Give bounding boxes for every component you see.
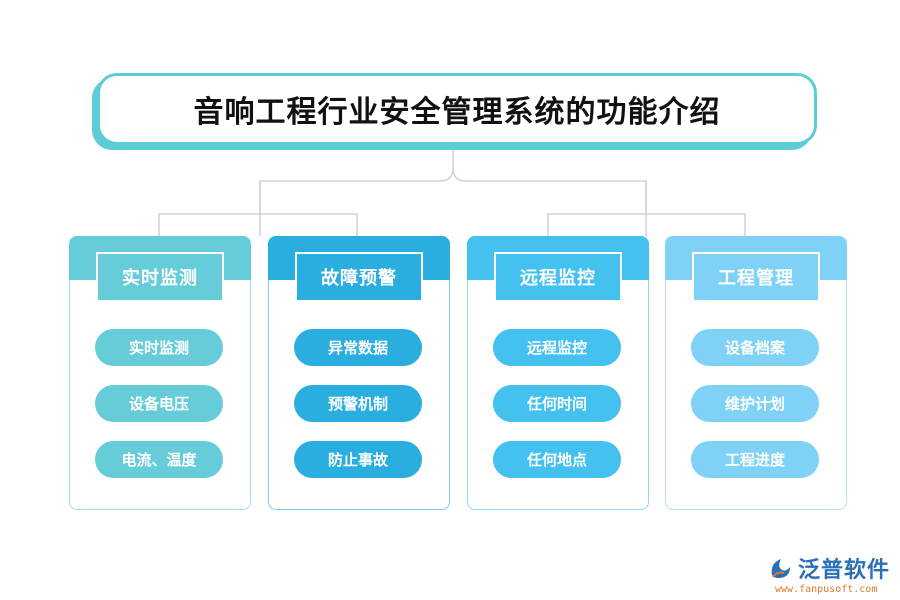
connector-trunk [259,147,647,236]
feature-pill: 实时监测 [95,329,223,366]
feature-pill: 设备电压 [95,385,223,422]
feature-pill: 预警机制 [294,385,422,422]
feature-pill: 任何时间 [493,385,621,422]
column-header: 实时监测 [96,252,224,302]
connector-left [158,181,358,236]
column-remote-monitoring: 远程监控 远程监控 任何时间 任何地点 [466,235,649,510]
page-title: 音响工程行业安全管理系统的功能介绍 [193,95,721,130]
brand-logo: 泛普软件 [768,553,890,583]
brand-url: www.fanpusoft.com [775,584,878,595]
column-header: 故障预警 [295,252,423,302]
feature-pill: 远程监控 [493,329,621,366]
brand-name: 泛普软件 [798,558,891,583]
column-realtime-monitoring: 实时监测 实时监测 设备电压 电流、温度 [68,235,251,510]
feature-pill: 防止事故 [294,441,422,478]
title-box: 音响工程行业安全管理系统的功能介绍 [97,73,817,145]
column-project-management: 工程管理 设备档案 维护计划 工程进度 [664,235,847,510]
feature-pill: 任何地点 [493,441,621,478]
connector-right [547,181,746,236]
feature-pill: 维护计划 [691,385,819,422]
feature-pill: 工程进度 [691,441,819,478]
column-header: 远程监控 [494,252,622,302]
column-header: 工程管理 [692,252,820,302]
feature-pill: 设备档案 [691,329,819,366]
feature-pill: 异常数据 [294,329,422,366]
feature-pill: 电流、温度 [95,441,223,478]
column-fault-warning: 故障预警 异常数据 预警机制 防止事故 [267,235,450,510]
brand-mark-icon [771,559,790,578]
